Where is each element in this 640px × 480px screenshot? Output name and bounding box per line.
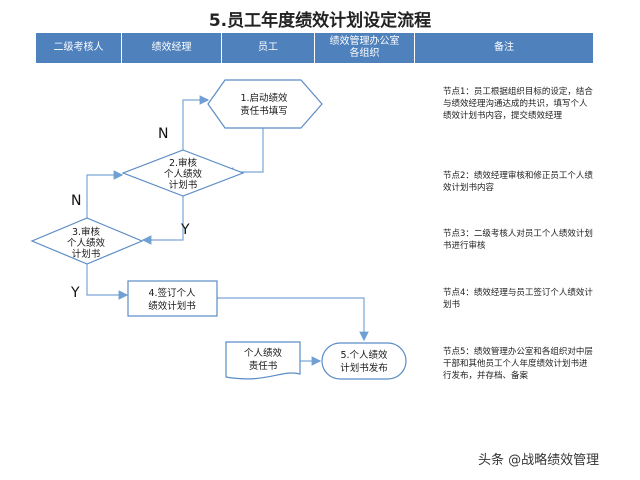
note-node2: 节点2：绩效经理审核和修正员工个人绩效计划书内容 bbox=[443, 171, 593, 193]
node-review3-line3: 计划书 bbox=[72, 248, 101, 260]
lane-second-level-reviewer: 二级考核人 bbox=[36, 33, 122, 63]
node-publish5-terminator bbox=[321, 342, 407, 380]
connector-review3-y-to-sign4 bbox=[86, 264, 129, 300]
connector-review2-n-to-start bbox=[182, 95, 210, 150]
connector-sign4-to-publish5 bbox=[217, 297, 369, 342]
node-start-line1: 1.启动绩效 bbox=[240, 92, 288, 104]
label-n-review2: N bbox=[158, 126, 168, 142]
node-doc-line2: 责任书 bbox=[249, 360, 278, 372]
node-review3-line2: 个人绩效 bbox=[67, 237, 106, 249]
note-node1: 节点1：员工根据组织目标的设定，结合与绩效经理沟通达成的共识，填写个人绩效计划书… bbox=[443, 87, 593, 121]
node-sign4-line2: 绩效计划书 bbox=[148, 300, 196, 312]
node-sign4-rect bbox=[127, 280, 218, 317]
note-node3: 节点3：二级考核人对员工个人绩效计划书进行审核 bbox=[443, 229, 593, 251]
label-n-review3: N bbox=[71, 193, 81, 209]
node-review2-line1: 2.审核 bbox=[169, 157, 198, 169]
lane-performance-manager: 绩效经理 bbox=[122, 33, 222, 63]
label-y-review2: Y bbox=[180, 222, 190, 238]
connector-review3-n-to-review2 bbox=[86, 170, 124, 218]
node-review2-diamond bbox=[121, 149, 245, 197]
node-doc-line1: 个人绩效 bbox=[244, 347, 283, 359]
node-start-line2: 责任书填写 bbox=[240, 105, 288, 117]
connector-review2-y-to-review3 bbox=[141, 196, 184, 245]
node-review3-line1: 3.审核 bbox=[72, 226, 101, 238]
note-node4: 节点4：绩效经理与员工签订个人绩效计划书 bbox=[443, 288, 593, 310]
node-review2-line2: 个人绩效 bbox=[164, 168, 203, 180]
node-start-hexagon bbox=[207, 79, 323, 129]
lane-performance-office: 绩效管理办公室 各组织 bbox=[315, 33, 415, 63]
node-publish5-line2: 计划书发布 bbox=[340, 362, 388, 374]
node-publish5-line1: 5.个人绩效 bbox=[340, 349, 388, 361]
note-node5: 节点5：绩效管理办公室和各组织对中层干部和其他员工个人年度绩效计划书进行发布，并… bbox=[443, 347, 593, 381]
node-doc-shape bbox=[225, 341, 301, 380]
lane-employee: 员工 bbox=[222, 33, 315, 63]
page-title: 5.员工年度绩效计划设定流程 bbox=[208, 11, 432, 31]
watermark: 头条 @战略绩效管理 bbox=[478, 453, 600, 468]
lane-remarks: 备注 bbox=[415, 33, 593, 63]
node-review2-line3: 计划书 bbox=[169, 179, 198, 191]
label-y-review3: Y bbox=[70, 285, 80, 301]
lane-header: 二级考核人 绩效经理 员工 绩效管理办公室 各组织 备注 bbox=[36, 33, 593, 63]
node-review3-diamond bbox=[30, 217, 144, 265]
node-sign4-line1: 4.签订个人 bbox=[148, 287, 196, 299]
